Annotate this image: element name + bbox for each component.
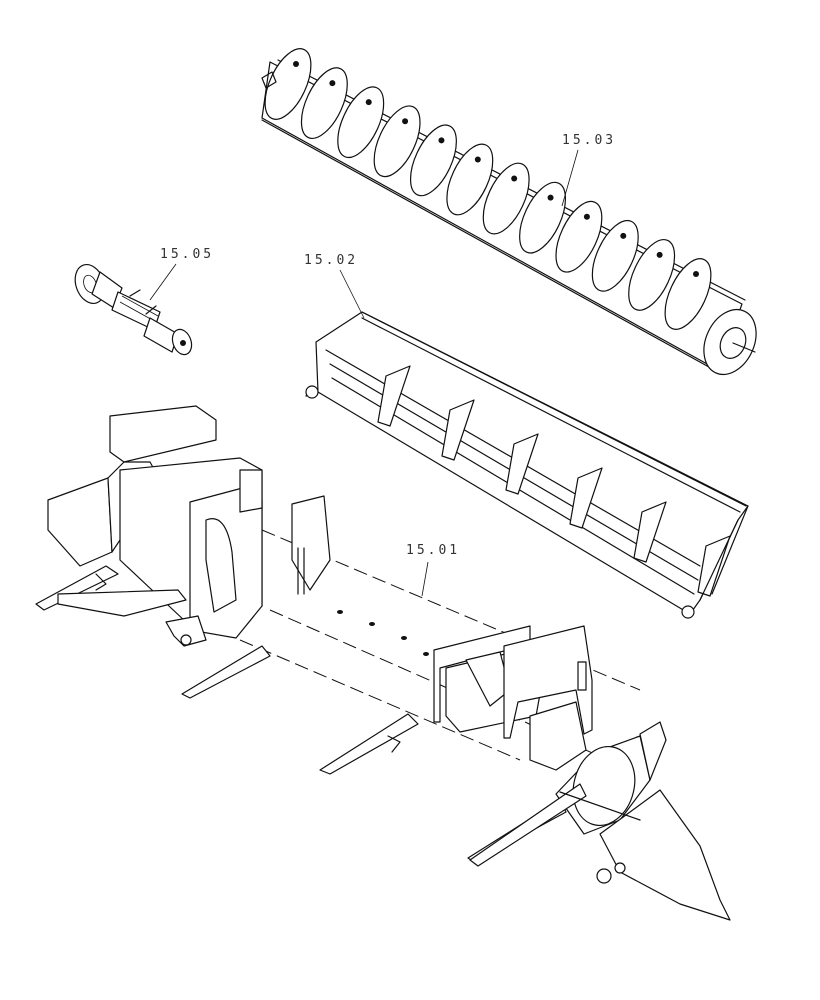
flange-bolt — [474, 156, 481, 163]
callout-rotor: 15.03 — [561, 133, 616, 207]
flange-bolt — [693, 271, 699, 277]
callout-pan: 15.02 — [304, 253, 365, 319]
rotor-flange — [264, 48, 312, 120]
rotor-flange — [555, 200, 603, 273]
flange-bolt — [511, 175, 518, 182]
flange-bolt — [547, 194, 554, 201]
flange-bolt — [402, 118, 409, 125]
rotor-flange — [446, 143, 494, 216]
rotor-flange — [664, 258, 712, 330]
frame-hole — [401, 636, 407, 640]
flange-bolt — [583, 213, 590, 220]
flange-bolt — [620, 232, 627, 239]
callout-label-pan: 15.02 — [304, 253, 358, 268]
pan-assembly[interactable] — [305, 311, 749, 619]
callout-label-rotor: 15.03 — [562, 133, 616, 148]
callout-driveshaft: 15.05 — [149, 247, 214, 301]
rotor-flange — [482, 162, 530, 235]
frame-hole — [369, 622, 375, 626]
frame-assembly[interactable] — [35, 405, 731, 921]
pan-fin — [505, 433, 539, 495]
flange-bolt — [438, 137, 445, 144]
rotor-flange — [300, 67, 348, 139]
driveshaft-assembly[interactable] — [70, 260, 195, 357]
pan-fin — [441, 399, 475, 461]
rotor-flange — [519, 181, 567, 254]
frame-hole — [337, 610, 343, 614]
rotor-flange — [337, 86, 385, 159]
rotor-flange — [409, 124, 457, 197]
rotor-flange — [628, 239, 676, 311]
rotor-flange — [591, 219, 639, 292]
flange-bolt — [656, 251, 663, 258]
pan-fin — [377, 365, 411, 427]
callout-label-frame: 15.01 — [406, 543, 460, 558]
callout-frame: 15.01 — [406, 543, 460, 597]
frame-hole — [423, 652, 429, 656]
flange-bolt — [329, 80, 336, 87]
pan-fin — [569, 467, 603, 529]
rotor-flange — [373, 105, 421, 178]
pan-fin — [633, 501, 667, 563]
callout-label-driveshaft: 15.05 — [160, 247, 214, 262]
rotor-assembly[interactable] — [256, 42, 766, 383]
flange-bolt — [293, 61, 299, 67]
flange-bolt — [365, 99, 372, 106]
pan-fin — [697, 535, 731, 597]
